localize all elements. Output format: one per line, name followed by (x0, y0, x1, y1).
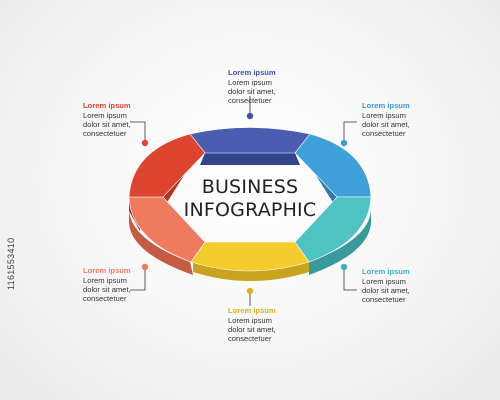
callout-title: Lorem ipsum (83, 101, 131, 110)
callout-title: Lorem ipsum (228, 306, 276, 315)
title-line-1: BUSINESS (201, 176, 299, 198)
dot-top (246, 112, 254, 120)
segment-upper-left (128, 133, 206, 198)
callout-body: Lorem ipsum dolor sit amet, consectetuer (228, 78, 276, 105)
callout-title: Lorem ipsum (83, 266, 131, 275)
callout-body: Lorem ipsum dolor sit amet, consectetuer (362, 111, 410, 138)
title-line-2: INFOGRAPHIC (183, 199, 317, 221)
callout-title: Lorem ipsum (228, 68, 276, 77)
callout-lower-right: Lorem ipsum Lorem ipsum dolor sit amet, … (362, 267, 457, 304)
callout-upper-left: Lorem ipsum Lorem ipsum dolor sit amet, … (83, 101, 178, 138)
segment-bottom (190, 241, 310, 272)
callout-dots (141, 112, 348, 295)
connector-lower-right (343, 268, 357, 291)
callout-title: Lorem ipsum (362, 101, 410, 110)
wall-inner-top (200, 153, 300, 165)
segment-top (189, 127, 311, 154)
callout-body: Lorem ipsum dolor sit amet, consectetuer (228, 316, 276, 343)
dot-lower-left (141, 263, 149, 271)
callout-top: Lorem ipsum Lorem ipsum dolor sit amet, … (228, 68, 323, 105)
callout-body: Lorem ipsum dolor sit amet, consectetuer (83, 111, 131, 138)
callout-body: Lorem ipsum dolor sit amet, consectetuer (83, 276, 131, 303)
diagram-title: BUSINESS INFOGRAPHIC (150, 176, 350, 222)
connector-upper-right (343, 121, 357, 143)
ring-segments (128, 127, 372, 272)
dot-upper-right (340, 139, 348, 147)
callout-upper-right: Lorem ipsum Lorem ipsum dolor sit amet, … (362, 101, 457, 138)
callout-lower-left: Lorem ipsum Lorem ipsum dolor sit amet, … (83, 266, 178, 303)
wall-lower-right (309, 210, 371, 275)
dot-upper-left (141, 139, 149, 147)
stock-id-watermark: 1161553410 (6, 237, 16, 290)
callout-bottom: Lorem ipsum Lorem ipsum dolor sit amet, … (228, 306, 323, 343)
dot-lower-right (340, 263, 348, 271)
connector-lower-left (130, 268, 146, 291)
callout-body: Lorem ipsum dolor sit amet, consectetuer (362, 277, 410, 304)
dot-bottom (246, 287, 254, 295)
callout-title: Lorem ipsum (362, 267, 410, 276)
wall-lower-left (129, 210, 193, 275)
connector-upper-left (130, 121, 146, 143)
